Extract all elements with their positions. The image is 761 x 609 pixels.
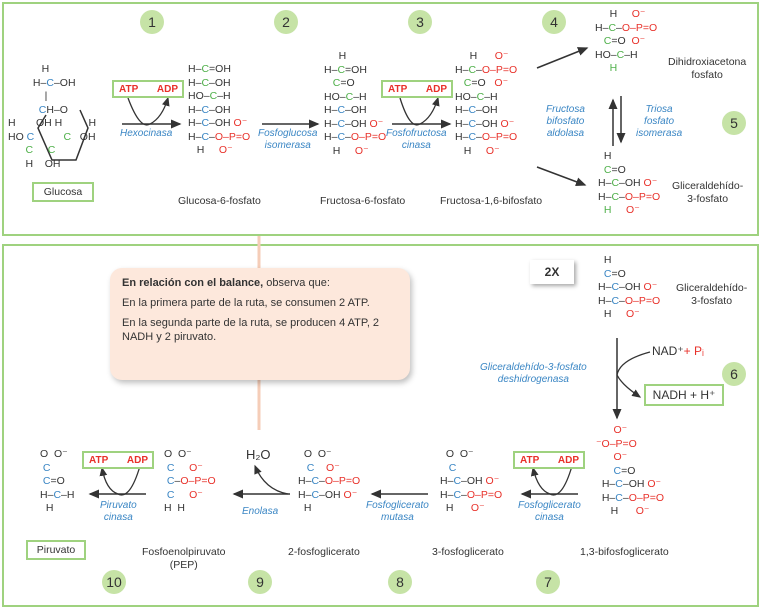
step-3-badge: 3 — [408, 10, 432, 34]
bifosfoglicerato-label: 1,3-bifosfoglicerato — [580, 546, 669, 558]
adp-label: ADP — [126, 455, 148, 466]
step-6-badge: 6 — [722, 362, 746, 386]
glucose-6-phosphate-structure: H–C=OH H–C–OH HO–C–H H–C–OH H–C–OH O⁻ H–… — [188, 63, 251, 156]
3pg-structure: O O⁻ C H–C–OH O⁻ H–C–O–P=O H O⁻ — [440, 448, 503, 514]
atp-adp-box-10: ATP ADP — [82, 451, 154, 469]
fructosa-6-fosfato-label: Fructosa-6-fosfato — [320, 195, 406, 207]
g3p-structure-top: H C=O H–C–OH O⁻ H–C–O–P=O H O⁻ — [598, 150, 661, 216]
multiplier-badge: 2X — [530, 260, 574, 284]
step-5-badge: 5 — [722, 111, 746, 135]
atp-adp-box-7: ATP ADP — [513, 451, 585, 469]
pep-label: Fosfoenolpiruvato(PEP) — [142, 546, 226, 571]
nadh-box: NADH + H⁺ — [644, 384, 724, 406]
pyruvate-structure: O O⁻ C C=O H–C–H H — [40, 448, 75, 514]
hexocinasa-label: Hexocinasa — [120, 128, 173, 139]
3-fosfoglicerato-label: 3-fosfoglicerato — [432, 546, 504, 558]
adp-label: ADP — [425, 84, 447, 95]
step-9-badge: 9 — [248, 570, 272, 594]
enolasa-label: Enolasa — [242, 506, 279, 517]
adp-label: ADP — [557, 455, 579, 466]
fructosa-16-bifosfato-label: Fructosa-1,6-bifosfato — [440, 195, 543, 207]
g3p-structure-bottom: H C=O H–C–OH O⁻ H–C–O–P=O H O⁻ — [598, 254, 661, 320]
fructose-6-phosphate-structure: H H–C=OH C=O HO–C–H H–C–OH H–C–OH O⁻ H–C… — [324, 50, 387, 157]
note-first-part: En la primera parte de la ruta, se consu… — [122, 297, 370, 309]
atp-label: ATP — [388, 84, 408, 95]
piruvato-label: Piruvato — [26, 540, 86, 560]
step-10-badge: 10 — [102, 570, 126, 594]
nad-pi-label: NAD⁺+ Pᵢ — [652, 344, 704, 358]
fructose-16-bisphosphate-structure: H O⁻ H–C–O–P=O C=O O⁻ HO–C–H H–C–OH H–C–… — [455, 50, 518, 157]
step-7-badge: 7 — [536, 570, 560, 594]
bpg-structure: O⁻ ⁻O–P=O O⁻ C=O H–C–OH O⁻ H–C–O–P=O H O… — [596, 424, 665, 517]
atp-adp-box-3: ATP ADP — [381, 80, 453, 98]
glucosa-6-fosfato-label: Glucosa-6-fosfato — [178, 195, 261, 207]
balance-note: En relación con el balance, observa que:… — [110, 268, 410, 380]
adp-label: ADP — [156, 84, 178, 95]
atp-label: ATP — [520, 455, 540, 466]
step-8-badge: 8 — [388, 570, 412, 594]
g3p-label-bottom: Gliceraldehído-3-fosfato — [676, 282, 748, 307]
water-label: H₂O — [246, 447, 271, 462]
step-4-badge: 4 — [542, 10, 566, 34]
glucose-structure: H H–C–OH | CH–O — [32, 63, 76, 116]
step-2-badge: 2 — [274, 10, 298, 34]
atp-label: ATP — [119, 84, 139, 95]
glucosa-label: Glucosa — [32, 182, 94, 202]
g3p-label-top: Gliceraldehído-3-fosfato — [672, 180, 744, 205]
atp-adp-box-1: ATP ADP — [112, 80, 184, 98]
glucose-ring-atoms: H OH H H HO C C OH C C H OH — [8, 117, 97, 170]
pep-structure: O O⁻ C O⁻ C–O–P=O C O⁻ H H — [164, 448, 216, 514]
step-1-badge: 1 — [140, 10, 164, 34]
atp-label: ATP — [89, 455, 109, 466]
2pg-structure: O O⁻ C O⁻ H–C–O–P=O H–C–OH O⁻ H — [298, 448, 361, 514]
note-heading: En relación con el balance, — [122, 277, 264, 289]
dhap-structure: H O⁻ H–C–O–P=O C=O O⁻ HO–C–H H — [595, 8, 658, 74]
2-fosfoglicerato-label: 2-fosfoglicerato — [288, 546, 360, 558]
note-second-part: En la segunda parte de la ruta, se produ… — [122, 317, 380, 343]
